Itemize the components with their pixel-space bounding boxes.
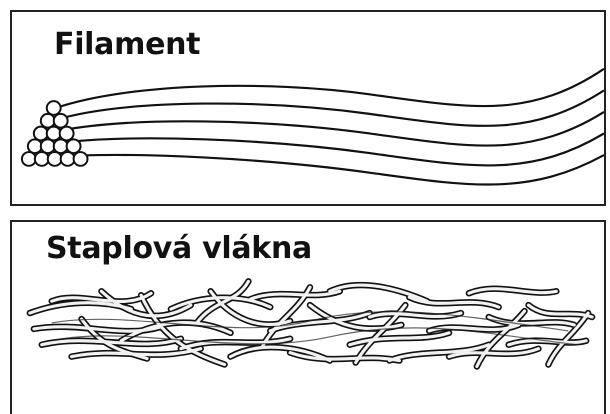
filament-strand bbox=[56, 133, 604, 165]
staple-fiber-title: Staplová vlákna bbox=[46, 234, 312, 264]
filament-strand bbox=[56, 112, 604, 146]
staple-fiber-panel: Staplová vlákna bbox=[10, 220, 606, 414]
filament-title: Filament bbox=[54, 30, 200, 60]
filament-panel: Filament bbox=[10, 10, 606, 206]
filament-strand bbox=[56, 155, 604, 185]
filament-strand bbox=[56, 69, 604, 108]
filament-strand bbox=[56, 90, 604, 125]
filament-cross-section bbox=[22, 101, 88, 166]
